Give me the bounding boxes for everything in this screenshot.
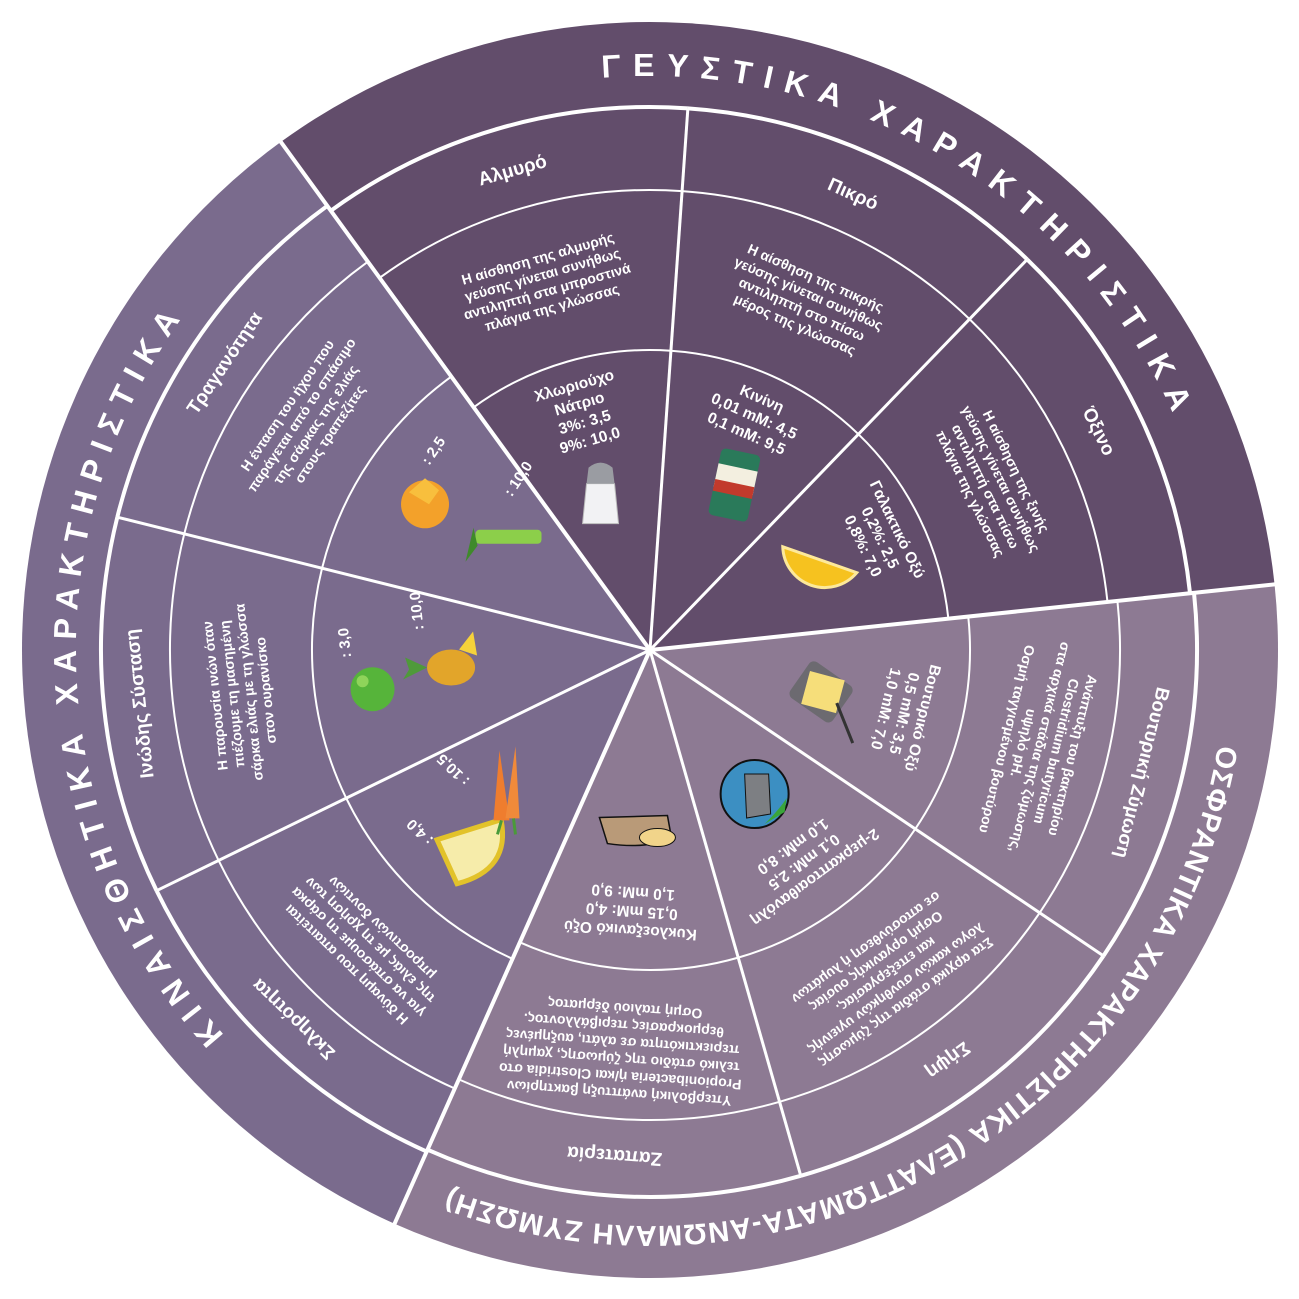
ring-divider (737, 828, 917, 959)
celery-icon (465, 527, 542, 562)
band-divider (99, 516, 159, 892)
band-divider (329, 105, 689, 213)
intensity-label: : 10,0 (407, 591, 428, 631)
ring-divider (914, 616, 971, 830)
group-region (394, 584, 1278, 1278)
ring-divider (857, 433, 950, 619)
divider-lines (99, 105, 1277, 1227)
ring-divider (968, 318, 1109, 603)
band-divider (115, 204, 329, 518)
reference-line: 1,0 mM: 9,0 (591, 881, 676, 904)
spoke-line (278, 139, 652, 652)
lemon-slice-icon (781, 544, 860, 590)
ring-divider (519, 941, 739, 972)
band-divider (1101, 592, 1199, 957)
butter-icon (789, 661, 855, 744)
spoke-line (648, 649, 803, 1177)
ring-divider (779, 912, 1041, 1103)
salt-shaker-icon (581, 462, 620, 525)
spoke-line (391, 649, 652, 1227)
old-shoe-icon (598, 814, 676, 848)
spoke-line (649, 648, 1105, 958)
ring-divider (473, 349, 671, 409)
spoke-line (649, 582, 1277, 652)
spoke-line (155, 648, 651, 893)
apple-icon (350, 667, 395, 712)
ring-divider (379, 189, 683, 279)
spoke-line (116, 515, 651, 652)
ring-divider (311, 567, 348, 799)
ring-divider (169, 533, 220, 861)
band-divider (1025, 257, 1193, 594)
intensity-label: : 3,0 (335, 627, 355, 659)
pineapple-icon (403, 631, 478, 686)
tonic-water-can-icon (708, 448, 761, 522)
ring-divider (217, 859, 456, 1090)
group-region (280, 22, 1275, 650)
carrot-icon (493, 746, 520, 835)
ring-divider (1038, 600, 1121, 914)
band-divider (426, 1147, 802, 1199)
group-region (22, 141, 650, 1224)
band-divider (687, 106, 1029, 261)
band-divider (154, 889, 428, 1154)
spoke-line (648, 108, 690, 651)
spoke-line (648, 258, 1029, 652)
reference-line: 0,15 mM: 4,0 (585, 899, 678, 922)
sewer-icon (719, 759, 790, 830)
peach-icon (401, 478, 450, 529)
ring-divider (345, 797, 513, 960)
group-fills (22, 22, 1278, 1278)
ring-divider (458, 1078, 780, 1121)
ring-divider (183, 260, 369, 535)
band-divider (800, 954, 1106, 1178)
ring-divider (321, 375, 452, 569)
ring-divider (670, 349, 860, 435)
ring-divider (682, 190, 971, 320)
